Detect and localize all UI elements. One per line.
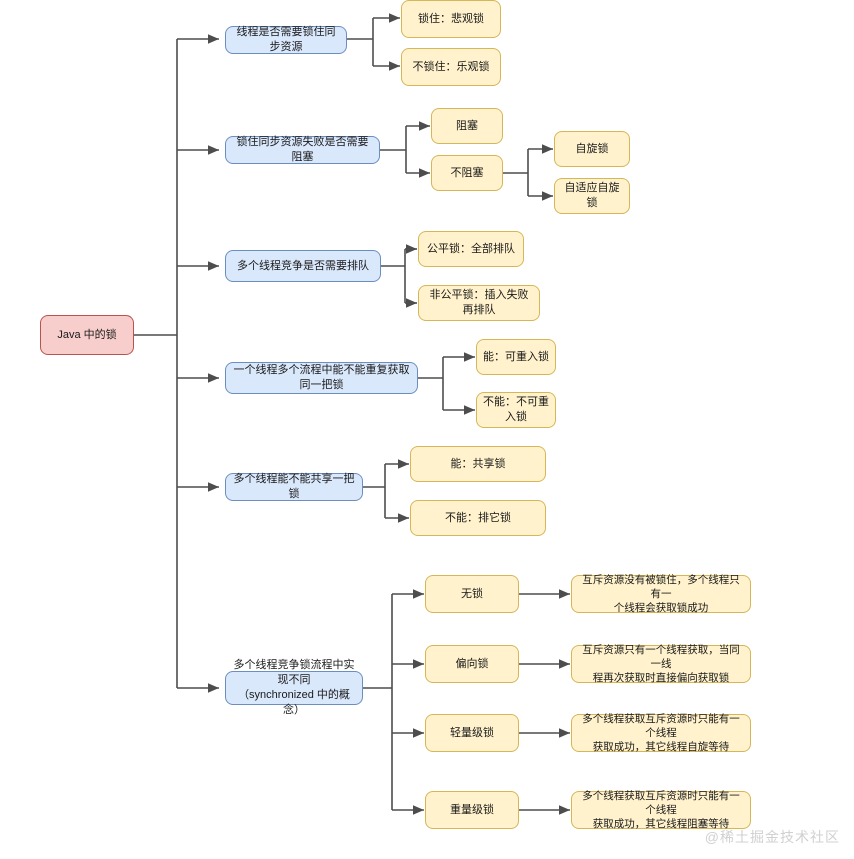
node-branch-2-child-1[interactable]: 阻塞 bbox=[431, 108, 503, 144]
node-branch-5-child-2[interactable]: 不能：排它锁 bbox=[410, 500, 546, 536]
node-desc-4[interactable]: 多个线程获取互斥资源时只能有一个线程 获取成功，其它线程阻塞等待 bbox=[571, 790, 751, 830]
node-desc-3[interactable]: 多个线程获取互斥资源时只能有一个线程 获取成功，其它线程自旋等待 bbox=[571, 713, 751, 753]
node-branch-6[interactable]: 多个线程竞争锁流程中实现不同 （synchronized 中的概念） bbox=[225, 659, 363, 716]
node-branch-2-grandchild-2[interactable]: 自适应自旋锁 bbox=[554, 178, 630, 214]
node-branch-6-child-4[interactable]: 重量级锁 bbox=[425, 791, 519, 829]
node-branch-1-child-2[interactable]: 不锁住：乐观锁 bbox=[401, 48, 501, 86]
node-branch-6-child-3[interactable]: 轻量级锁 bbox=[425, 714, 519, 752]
node-branch-1-child-1[interactable]: 锁住：悲观锁 bbox=[401, 0, 501, 38]
node-branch-4-child-1[interactable]: 能：可重入锁 bbox=[476, 339, 556, 375]
node-branch-3[interactable]: 多个线程竞争是否需要排队 bbox=[225, 250, 381, 282]
node-branch-2[interactable]: 锁住同步资源失败是否需要阻塞 bbox=[225, 136, 380, 164]
node-branch-3-child-1[interactable]: 公平锁：全部排队 bbox=[418, 231, 524, 267]
node-branch-5-child-1[interactable]: 能：共享锁 bbox=[410, 446, 546, 482]
watermark: @稀土掘金技术社区 bbox=[704, 829, 840, 845]
node-branch-2-grandchild-1[interactable]: 自旋锁 bbox=[554, 131, 630, 167]
node-branch-5[interactable]: 多个线程能不能共享一把锁 bbox=[225, 473, 363, 501]
node-branch-4-child-2[interactable]: 不能：不可重入锁 bbox=[476, 392, 556, 428]
node-branch-1[interactable]: 线程是否需要锁住同步资源 bbox=[225, 26, 347, 54]
node-desc-2[interactable]: 互斥资源只有一个线程获取，当同一线 程再次获取时直接偏向获取锁 bbox=[571, 644, 751, 684]
node-branch-6-child-2[interactable]: 偏向锁 bbox=[425, 645, 519, 683]
node-branch-6-child-1[interactable]: 无锁 bbox=[425, 575, 519, 613]
node-branch-2-child-2[interactable]: 不阻塞 bbox=[431, 155, 503, 191]
node-root[interactable]: Java 中的锁 bbox=[40, 315, 134, 355]
node-branch-4[interactable]: 一个线程多个流程中能不能重复获取同一把锁 bbox=[225, 362, 418, 394]
node-desc-1[interactable]: 互斥资源没有被锁住，多个线程只有一 个线程会获取锁成功 bbox=[571, 574, 751, 614]
node-branch-3-child-2[interactable]: 非公平锁：插入失败再排队 bbox=[418, 285, 540, 321]
